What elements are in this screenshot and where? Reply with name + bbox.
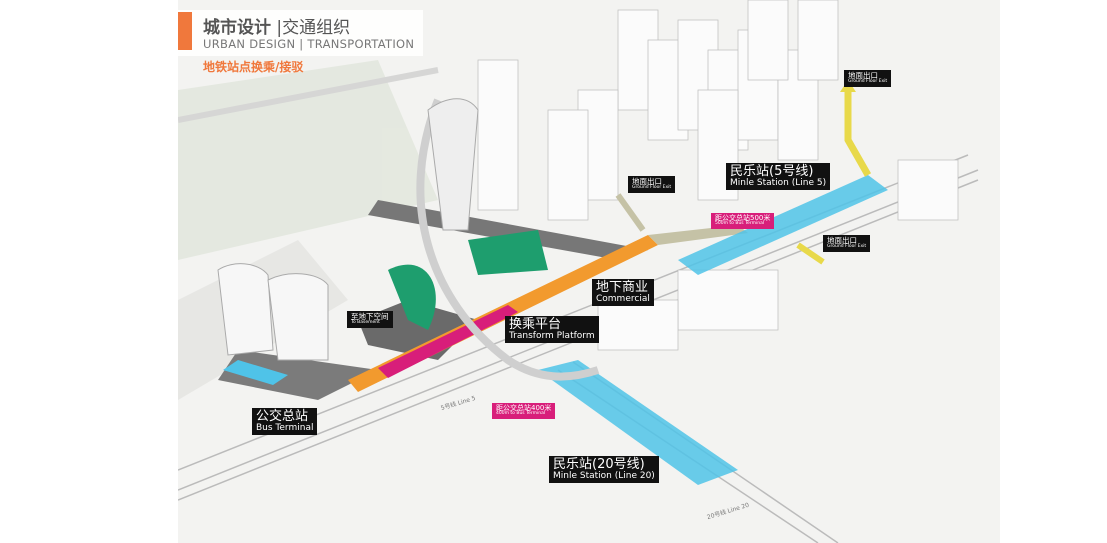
label-en: Minle Station (Line 20) [553, 470, 655, 481]
line5-station [678, 175, 888, 275]
label-en: Ground Floor Exit [632, 184, 672, 190]
isometric-drawing [178, 0, 979, 543]
header-panel [178, 10, 423, 56]
label-en: 400m to Bus Terminal [496, 411, 546, 417]
bus-terminal-towers [217, 263, 329, 361]
label-cn: 至地下空间 [351, 312, 389, 321]
podium [368, 200, 648, 260]
title-section: |交通组织 [276, 18, 351, 38]
label-cn: 民乐站(20号线) [553, 457, 645, 472]
label-en: To Basement [351, 319, 380, 325]
label-cn: 民乐站(5号线) [730, 164, 814, 179]
page-subtitle: URBAN DESIGN | TRANSPORTATION [203, 37, 415, 51]
label-cn: 地下商业 [596, 280, 649, 295]
green-garden [388, 264, 436, 330]
label-en: Commercial [596, 293, 650, 304]
label-cn: 地面出口 [848, 71, 878, 80]
label-cn: 距公交总站500米 [715, 214, 771, 222]
towers [477, 0, 959, 351]
diagram-canvas: 城市设计 |交通组织 URBAN DESIGN | TRANSPORTATION… [178, 0, 1000, 543]
label-station-line20: 民乐站(20号线)Minle Station (Line 20) [549, 456, 659, 484]
label-en: Transform Platform [509, 330, 595, 341]
label-station-line5: 民乐站(5号线)Minle Station (Line 5) [726, 163, 831, 191]
bus-terminal-area [223, 360, 288, 385]
label-en: 500m to Bus Terminal [715, 221, 765, 227]
page-title: 城市设计 |交通组织 [203, 13, 350, 38]
label-cn: 公交总站 [256, 409, 309, 424]
label-cn: 地面出口 [827, 236, 857, 245]
label-cn: 换乘平台 [509, 317, 562, 332]
exit-path [844, 90, 872, 177]
topic-heading: 地铁站点换乘/接驳 [203, 60, 304, 74]
pedestrian-bridge [416, 98, 600, 381]
label-en: Ground Floor Exit [848, 78, 888, 84]
label-en: Bus Terminal [256, 422, 314, 433]
line20-station [538, 360, 738, 485]
label-en: Minle Station (Line 5) [730, 177, 827, 188]
title-main: 城市设计 [203, 18, 271, 38]
label-cn: 地面出口 [632, 177, 662, 186]
label-en: Ground Floor Exit [827, 243, 867, 249]
label-cn: 距公交总站400米 [496, 404, 552, 412]
accent-bar [178, 12, 192, 50]
